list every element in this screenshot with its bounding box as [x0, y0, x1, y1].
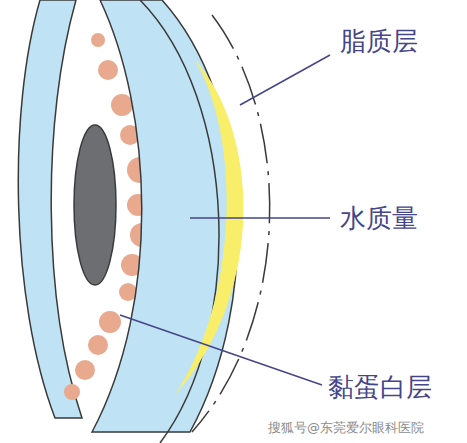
lipid-layer [175, 60, 244, 395]
mucin-blob [75, 360, 95, 380]
pupil [74, 125, 116, 285]
mucin-blob [111, 94, 133, 116]
watermark: 搜狐号@东莞爱尔眼科医院 [268, 420, 424, 436]
part-label: 黏蛋白层 [328, 372, 432, 402]
film-boundary [140, 0, 219, 443]
mucin-blob [98, 60, 118, 80]
part-label: 脂质层 [340, 26, 418, 56]
cornea [18, 0, 82, 418]
leader-line [190, 217, 330, 219]
leader-line [240, 55, 330, 105]
mucin-blob [88, 335, 108, 355]
outer-dashed-line [192, 15, 270, 432]
aqueous-layer [92, 0, 238, 432]
mucin-blob [99, 311, 121, 333]
part-label: 水质量 [340, 203, 418, 233]
mucin-blob [91, 33, 105, 47]
leader-line [120, 315, 322, 385]
mucin-blob [64, 384, 80, 400]
